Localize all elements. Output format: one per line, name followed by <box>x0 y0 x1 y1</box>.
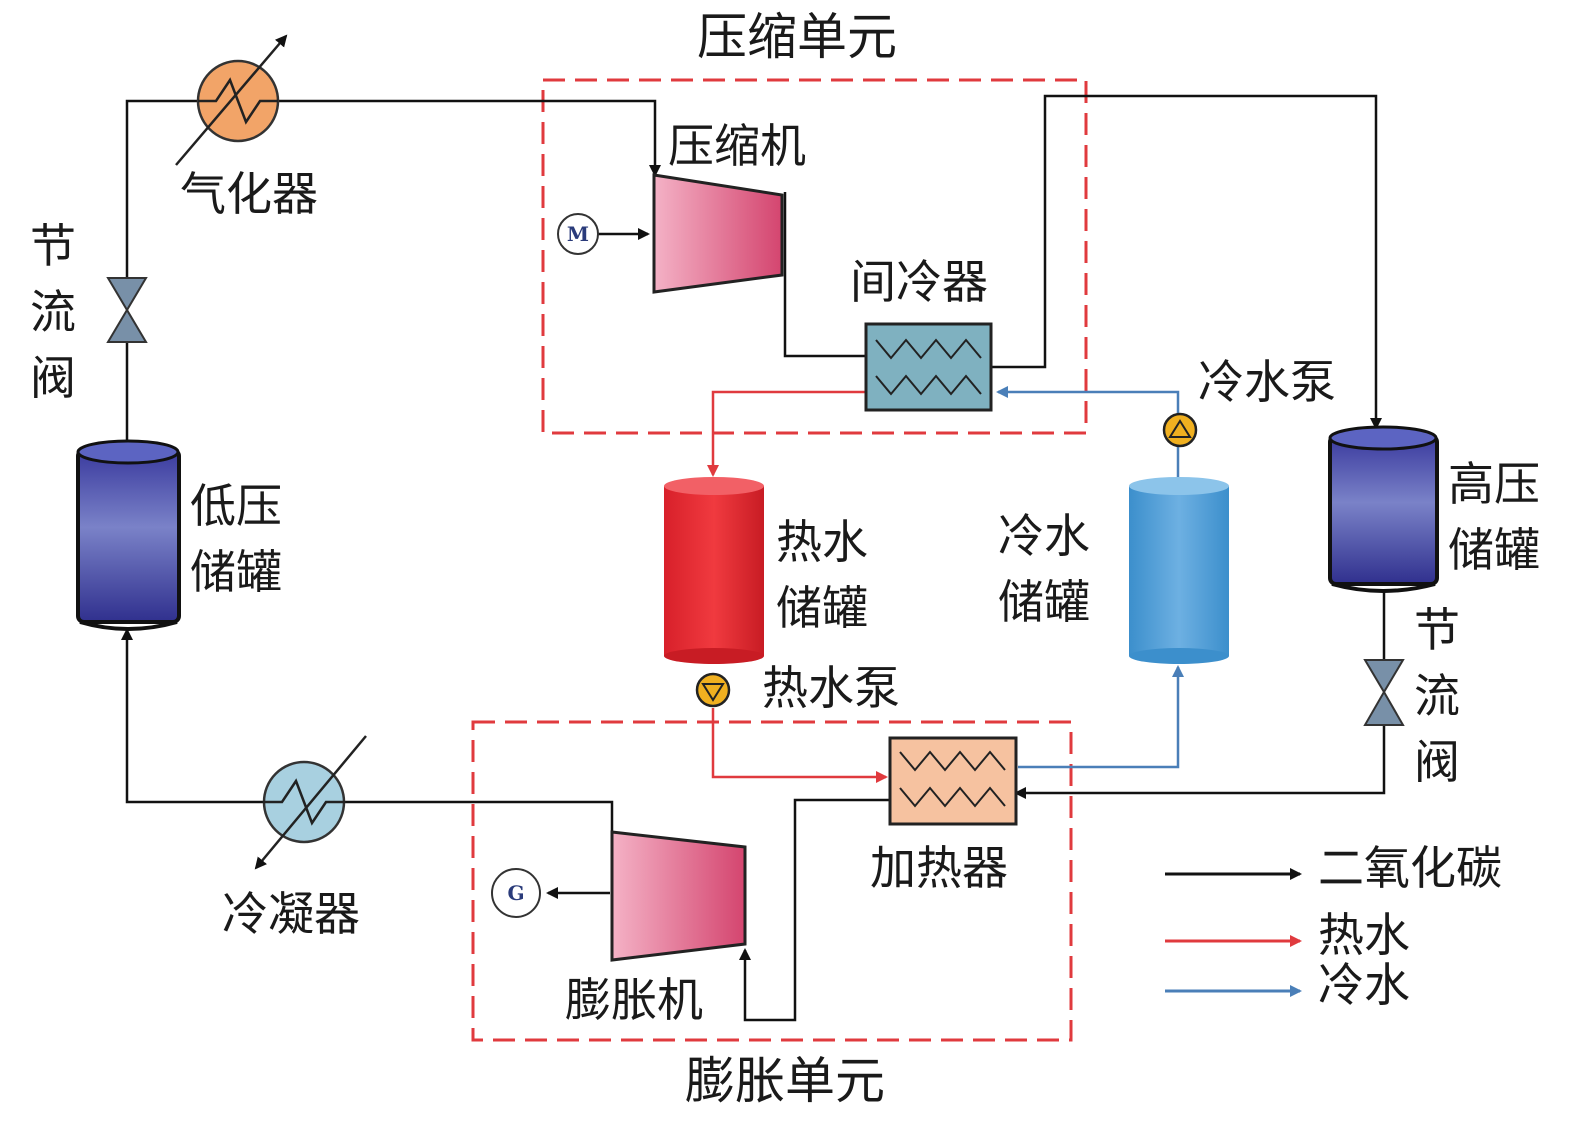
high-pressure-tank-label-2: 储罐 <box>1448 523 1540 577</box>
compression-unit-box <box>541 78 1088 435</box>
hot-water-tank-label-1: 热水 <box>776 515 868 569</box>
legend: 二氧化碳 热水 冷水 <box>1165 841 1502 1012</box>
throttle-right-label-2: 流 <box>1414 669 1460 723</box>
intercooler-label: 间冷器 <box>850 255 988 309</box>
cold-water-tank[interactable] <box>1129 477 1229 664</box>
throttle-valve-right[interactable] <box>1363 659 1405 726</box>
low-pressure-tank-label-2: 储罐 <box>190 545 282 599</box>
motor-label: M <box>567 222 589 246</box>
hot-water-pipes <box>707 390 888 783</box>
throttle-left-label-1: 节 <box>30 219 76 273</box>
generator-label: G <box>507 881 524 905</box>
throttle-left-label-2: 流 <box>30 285 76 339</box>
expansion-unit-box <box>471 720 1073 1042</box>
high-pressure-tank[interactable] <box>1328 425 1439 593</box>
intercooler[interactable] <box>864 322 993 412</box>
expander[interactable] <box>610 830 747 962</box>
legend-label-hot-water: 热水 <box>1318 908 1410 962</box>
generator[interactable]: G <box>491 868 541 918</box>
throttle-right-label-1: 节 <box>1414 603 1460 657</box>
compressor[interactable] <box>652 173 784 294</box>
co2-pipes <box>121 94 1386 1022</box>
low-pressure-tank-label-1: 低压 <box>190 479 282 533</box>
high-pressure-tank-label-1: 高压 <box>1448 457 1540 511</box>
expansion-unit-label: 膨胀单元 <box>685 1052 885 1110</box>
cold-water-pump-label: 冷水泵 <box>1198 355 1336 409</box>
throttle-right-label-3: 阀 <box>1414 735 1460 789</box>
cold-water-tank-label-2: 储罐 <box>998 575 1090 629</box>
hot-water-tank-label-2: 储罐 <box>776 581 868 635</box>
heater-label: 加热器 <box>870 841 1008 895</box>
expander-label: 膨胀机 <box>565 973 703 1027</box>
low-pressure-tank[interactable] <box>76 439 181 631</box>
compressor-label: 压缩机 <box>668 119 806 173</box>
hot-water-pump[interactable] <box>695 672 731 708</box>
legend-label-co2: 二氧化碳 <box>1318 841 1502 895</box>
cold-water-pipes <box>996 386 1184 769</box>
cold-water-tank-label-1: 冷水 <box>998 509 1090 563</box>
condenser[interactable] <box>254 735 367 870</box>
hot-water-tank[interactable] <box>664 477 764 664</box>
cold-water-pump[interactable] <box>1162 412 1198 448</box>
vaporizer[interactable] <box>175 34 288 166</box>
hot-water-pump-label: 热水泵 <box>762 661 900 715</box>
compression-unit-label: 压缩单元 <box>697 8 897 66</box>
motor[interactable]: M <box>557 213 599 255</box>
vaporizer-label: 气化器 <box>180 167 318 221</box>
throttle-left-label-3: 阀 <box>30 351 76 405</box>
heater[interactable] <box>888 736 1018 826</box>
throttle-valve-left[interactable] <box>106 277 148 343</box>
legend-label-cold-water: 冷水 <box>1318 958 1410 1012</box>
condenser-label: 冷凝器 <box>222 887 360 941</box>
